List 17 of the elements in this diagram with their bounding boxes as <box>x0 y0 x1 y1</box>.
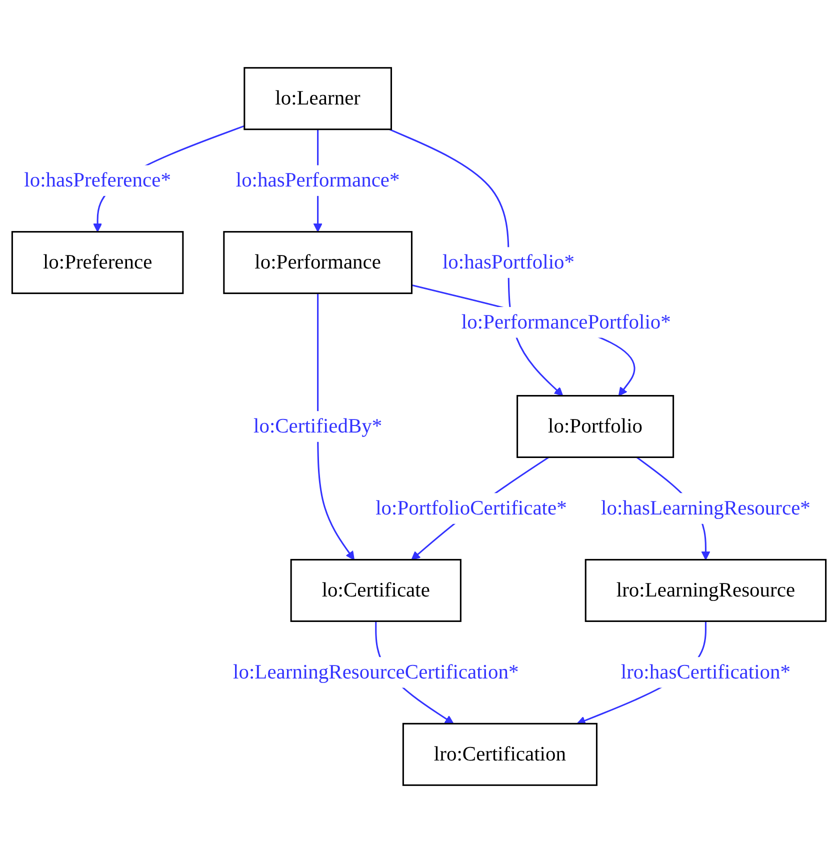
edge-label: lro:hasCertification* <box>620 661 791 684</box>
edge-label: lo:hasPortfolio* <box>442 251 575 274</box>
node-box: lo:Learner <box>244 67 392 130</box>
edge-label: lo:hasLearningResource* <box>601 497 810 520</box>
edge-label: lo:CertifiedBy* <box>254 415 382 438</box>
node-box: lo:Certificate <box>290 558 462 622</box>
edge-label: lo:hasPerformance* <box>236 169 400 192</box>
edge-label: lo:PortfolioCertificate* <box>376 497 567 520</box>
node-box: lro:Certification <box>402 722 598 786</box>
node-box: lo:Preference <box>11 231 184 294</box>
edge-label: lo:hasPreference* <box>24 169 171 192</box>
edge-label: lo:PerformancePortfolio* <box>461 311 671 334</box>
edge-label: lo:LearningResourceCertification* <box>233 661 519 684</box>
arrow <box>317 293 355 560</box>
node-box: lo:Performance <box>223 231 412 294</box>
node-box: lro:LearningResource <box>584 558 827 622</box>
node-box: lo:Portfolio <box>516 395 674 458</box>
